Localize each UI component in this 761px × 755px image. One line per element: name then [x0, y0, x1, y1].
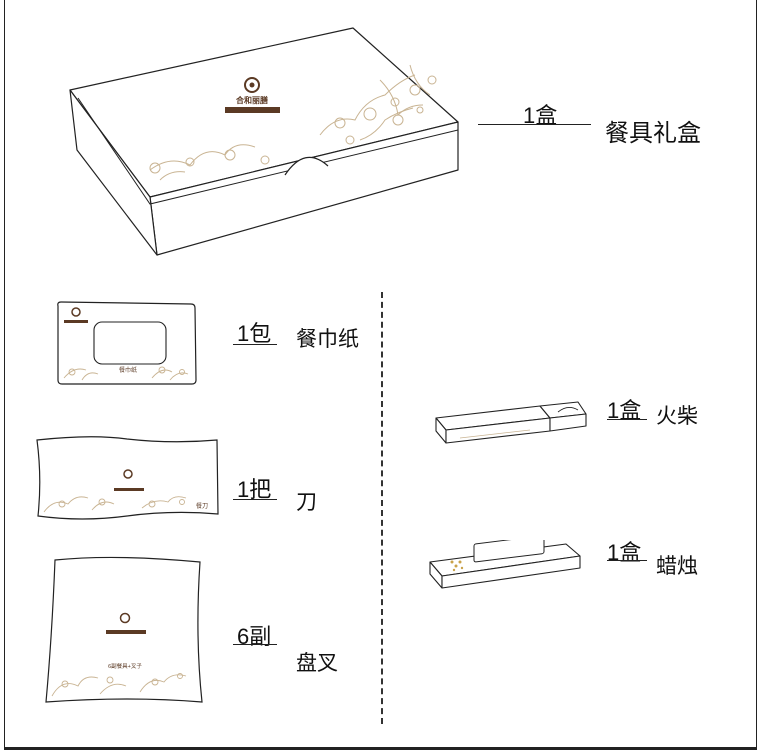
napkin-pack-label: 餐巾纸	[119, 366, 137, 374]
gift-box-left-side	[69, 89, 158, 256]
knife-name: 刀	[296, 491, 317, 514]
candles-leader-line	[607, 560, 647, 561]
page-frame-bottom	[4, 747, 757, 750]
matches-qty: 1盒	[607, 398, 642, 423]
napkin-brand-logo	[64, 307, 88, 323]
knife-leader-line	[233, 499, 277, 500]
candles-label-area	[450, 560, 464, 572]
gift-box-leader-line	[478, 124, 591, 125]
candles-name: 蜡烛	[656, 555, 698, 578]
forks-qty: 6副	[237, 624, 272, 649]
napkin-qty: 1包	[237, 321, 272, 346]
knife-pack-label: 餐刀	[196, 502, 208, 510]
candles-illustration	[429, 540, 581, 589]
section-divider	[381, 292, 383, 724]
gift-box-brand-logo: 合和丽膳	[225, 77, 280, 113]
gift-box-brand-text: 合和丽膳	[235, 95, 268, 105]
napkin-illustration: 餐巾纸	[57, 301, 197, 385]
knife-brand-logo	[114, 469, 144, 491]
matches-illustration	[435, 401, 587, 444]
forks-illustration: 6副餐具+叉子	[45, 556, 203, 703]
gift-box-illustration: 合和丽膳	[69, 27, 459, 256]
matches-name: 火柴	[656, 405, 698, 428]
forks-name: 盘叉	[296, 652, 338, 675]
gift-box-name: 餐具礼盒	[605, 120, 701, 147]
knife-illustration: 餐刀	[36, 436, 219, 520]
knife-qty: 1把	[237, 477, 272, 502]
napkin-leader-line	[233, 344, 277, 345]
gift-box-qty: 1盒	[523, 103, 558, 128]
napkin-name: 餐巾纸	[296, 328, 359, 351]
candles-qty: 1盒	[607, 540, 642, 565]
napkin-opening-window	[93, 321, 167, 365]
page-frame	[4, 0, 757, 750]
matches-leader-line	[607, 419, 647, 420]
forks-leader-line	[233, 644, 277, 645]
gift-box-thumb-notch	[284, 156, 329, 176]
forks-pack-label: 6副餐具+叉子	[108, 662, 142, 670]
forks-brand-logo	[106, 612, 146, 634]
candles-window	[473, 540, 545, 563]
